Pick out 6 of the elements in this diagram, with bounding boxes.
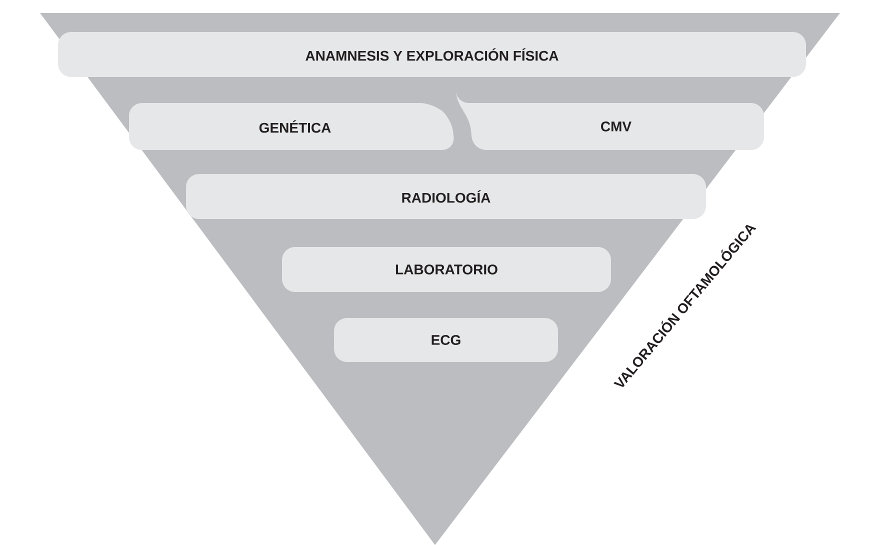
- level-box: RADIOLOGÍA: [186, 174, 706, 219]
- level-box: GENÉTICA: [129, 103, 454, 150]
- level-box: CMV: [456, 90, 764, 150]
- level-box: LABORATORIO: [282, 247, 611, 292]
- level-box: ECG: [334, 318, 558, 362]
- level-box: ANAMNESIS Y EXPLORACIÓN FÍSICA: [58, 32, 806, 77]
